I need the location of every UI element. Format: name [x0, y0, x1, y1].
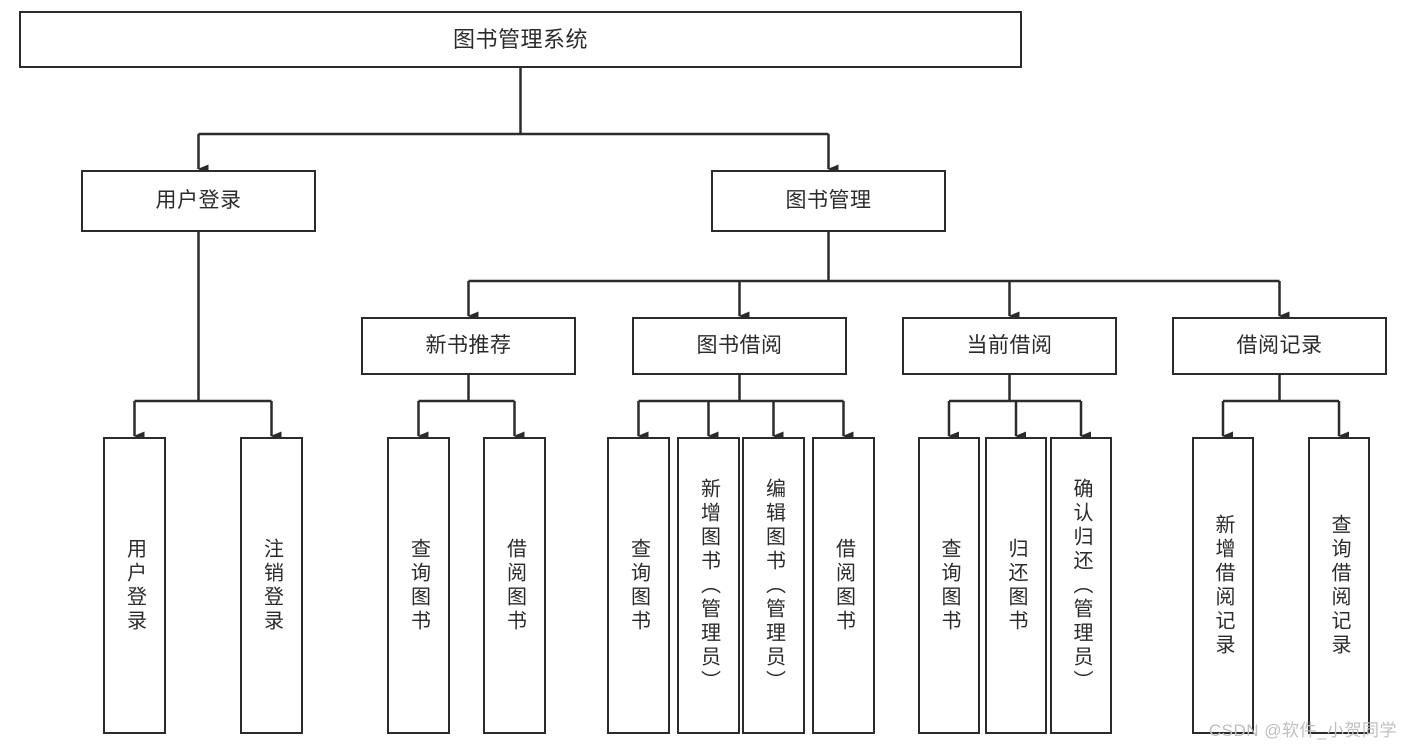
node-book-borrow[interactable]: 图书借阅	[632, 317, 847, 375]
node-current-borrow[interactable]: 当前借阅	[902, 317, 1117, 375]
node-label-leaf-borrow-book-1: 借阅图书	[503, 537, 526, 634]
node-leaf-query-book-3[interactable]: 查询图书	[918, 437, 980, 734]
node-label-book-manage: 图书管理	[785, 188, 872, 212]
node-leaf-query-book-1[interactable]: 查询图书	[387, 437, 450, 734]
node-leaf-edit-book[interactable]: 编辑图书（管理员）	[742, 437, 805, 734]
node-leaf-user-logout[interactable]: 注销登录	[240, 437, 303, 734]
node-new-book-rec[interactable]: 新书推荐	[361, 317, 576, 375]
node-label-current-borrow: 当前借阅	[966, 333, 1053, 357]
node-leaf-confirm-return[interactable]: 确认归还（管理员）	[1050, 437, 1112, 734]
node-borrow-record[interactable]: 借阅记录	[1172, 317, 1387, 375]
node-label-leaf-user-logout: 注销登录	[260, 537, 283, 634]
node-label-leaf-user-login: 用户登录	[123, 537, 146, 634]
node-label-user-login: 用户登录	[155, 188, 242, 212]
node-label-root: 图书管理系统	[452, 26, 588, 52]
node-leaf-add-record[interactable]: 新增借阅记录	[1192, 437, 1254, 734]
node-leaf-query-book-2[interactable]: 查询图书	[607, 437, 670, 734]
node-label-leaf-borrow-book-2: 借阅图书	[832, 537, 855, 634]
node-label-leaf-add-book: 新增图书（管理员）	[697, 477, 720, 694]
node-book-manage[interactable]: 图书管理	[711, 170, 946, 232]
node-label-leaf-add-record: 新增借阅记录	[1212, 513, 1234, 658]
node-leaf-add-book[interactable]: 新增图书（管理员）	[677, 437, 740, 734]
node-label-leaf-query-book-3: 查询图书	[938, 537, 960, 634]
node-leaf-query-record[interactable]: 查询借阅记录	[1308, 437, 1370, 734]
node-user-login[interactable]: 用户登录	[81, 170, 316, 232]
node-leaf-user-login[interactable]: 用户登录	[103, 437, 166, 734]
node-root[interactable]: 图书管理系统	[19, 11, 1022, 68]
node-label-new-book-rec: 新书推荐	[425, 333, 512, 357]
node-leaf-borrow-book-2[interactable]: 借阅图书	[812, 437, 875, 734]
node-label-leaf-confirm-return: 确认归还（管理员）	[1070, 477, 1092, 694]
node-label-leaf-query-record: 查询借阅记录	[1328, 513, 1350, 658]
connector-group	[133, 68, 1349, 441]
node-label-book-borrow: 图书借阅	[696, 333, 783, 357]
node-leaf-borrow-book-1[interactable]: 借阅图书	[483, 437, 546, 734]
node-leaf-return-book[interactable]: 归还图书	[985, 437, 1047, 734]
node-label-leaf-query-book-2: 查询图书	[627, 537, 650, 634]
node-label-leaf-return-book: 归还图书	[1005, 537, 1027, 634]
node-label-leaf-edit-book: 编辑图书（管理员）	[762, 477, 785, 694]
node-label-leaf-query-book-1: 查询图书	[407, 537, 430, 634]
node-label-borrow-record: 借阅记录	[1236, 333, 1323, 357]
